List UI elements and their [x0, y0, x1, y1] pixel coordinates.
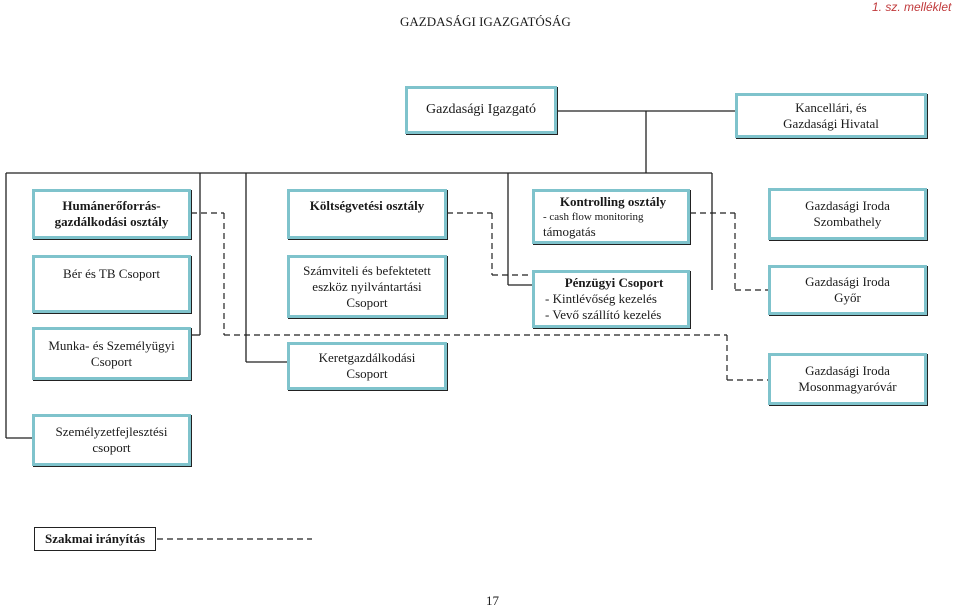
personnel-group-box: Munka- és Személyügyi Csoport	[32, 327, 191, 380]
accounting-line-2: eszköz nyilvántartási	[312, 278, 422, 294]
hr-line-2: gazdálkodási osztály	[54, 214, 169, 229]
frame-budget-group-box: Keretgazdálkodási Csoport	[287, 342, 447, 390]
staff-development-line-1: Személyzetfejlesztési	[55, 424, 168, 439]
controlling-line-2: támogatás	[543, 223, 596, 239]
finance-line-2: - Vevő szállító kezelés	[545, 307, 662, 322]
frame-budget-line-1: Keretgazdálkodási	[318, 350, 416, 365]
accounting-line-3: Csoport	[346, 294, 388, 310]
office-mosonmagyarovar-box: Gazdasági Iroda Mosonmagyaróvár	[768, 353, 927, 405]
controlling-title: Kontrolling osztály	[559, 193, 667, 209]
office-gyor-line-1: Gazdasági Iroda	[805, 274, 890, 289]
budget-label: Költségvetési osztály	[309, 198, 425, 213]
personnel-line-1: Munka- és Személyügyi	[48, 337, 175, 353]
finance-title: Pénzügyi Csoport	[564, 275, 664, 290]
hr-line-1: Humánerőforrás-	[62, 198, 161, 213]
office-szombathely-box: Gazdasági Iroda Szombathely	[768, 188, 927, 240]
payroll-label: Bér és TB Csoport	[63, 266, 160, 281]
budget-department-box: Költségvetési osztály	[287, 189, 447, 239]
finance-group-box: Pénzügyi Csoport - Kintlévőség kezelés -…	[532, 270, 690, 328]
chancellor-line-2: Gazdasági Hivatal	[783, 115, 879, 131]
chancellor-line-1: Kancellári, és	[795, 99, 867, 115]
office-gyor-line-2: Győr	[834, 290, 861, 305]
office-mosonmagyarovar-line-1: Gazdasági Iroda	[805, 363, 890, 378]
payroll-group-box: Bér és TB Csoport	[32, 255, 191, 313]
controlling-line-1: - cash flow monitoring	[543, 210, 644, 223]
director-label: Gazdasági Igazgató	[426, 102, 536, 117]
staff-development-line-2: csoport	[92, 440, 131, 455]
office-mosonmagyarovar-line-2: Mosonmagyaróvár	[798, 379, 897, 394]
office-gyor-box: Gazdasági Iroda Győr	[768, 265, 927, 315]
chancellor-box: Kancellári, és Gazdasági Hivatal	[735, 93, 927, 138]
page-title: GAZDASÁGI IGAZGATÓSÁG	[400, 14, 571, 29]
page-number: 17	[486, 593, 499, 608]
accounting-group-box: Számviteli és befektetett eszköz nyilván…	[287, 255, 447, 318]
finance-line-1: - Kintlévőség kezelés	[545, 291, 657, 306]
office-szombathely-line-2: Szombathely	[813, 214, 882, 229]
hr-department-box: Humánerőforrás- gazdálkodási osztály	[32, 189, 191, 239]
personnel-line-2: Csoport	[90, 353, 133, 369]
annex-label: 1. sz. melléklet	[872, 0, 952, 14]
controlling-department-box: Kontrolling osztály - cash flow monitori…	[532, 189, 690, 244]
office-szombathely-line-1: Gazdasági Iroda	[805, 198, 890, 213]
frame-budget-line-2: Csoport	[346, 366, 388, 381]
staff-development-group-box: Személyzetfejlesztési csoport	[32, 414, 191, 466]
director-box: Gazdasági Igazgató	[405, 86, 557, 134]
legend-label: Szakmai irányítás	[34, 527, 156, 551]
accounting-line-1: Számviteli és befektetett	[303, 262, 431, 278]
